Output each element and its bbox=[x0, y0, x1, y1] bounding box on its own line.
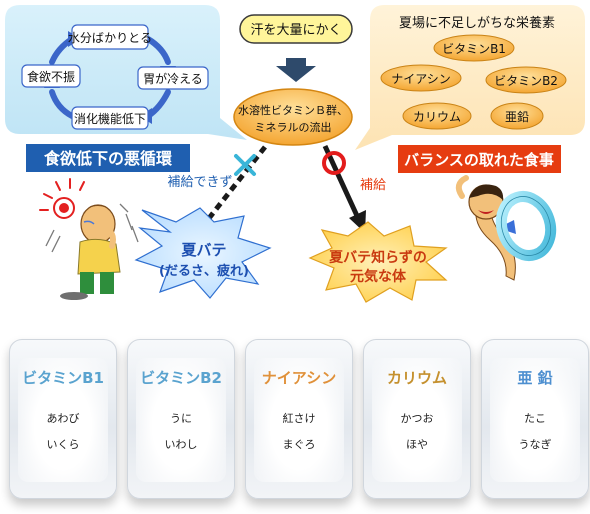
card-food: まぐろ bbox=[282, 438, 316, 451]
supply-arrow bbox=[322, 144, 361, 220]
pill-niacin-label: ナイアシン bbox=[391, 72, 451, 86]
tired-person-illustration bbox=[39, 178, 139, 300]
cycle-right-box bbox=[137, 66, 209, 90]
sweat-label: 汗を大量にかく bbox=[250, 23, 341, 38]
card-title: カリウム bbox=[386, 369, 447, 387]
sweat-box bbox=[239, 14, 353, 44]
cycle-top: 水分ばかりとる bbox=[68, 31, 152, 45]
pill-potassium-label: カリウム bbox=[413, 110, 461, 124]
left-bubble bbox=[5, 5, 247, 140]
cycle-top-box bbox=[71, 24, 149, 50]
nutrient-card-potassium: カリウム かつお ほや bbox=[363, 339, 471, 499]
cycle-bottom-box bbox=[71, 106, 149, 130]
card-food: いくら bbox=[46, 438, 80, 451]
pill-zinc-label: 亜鉛 bbox=[505, 110, 529, 124]
supply-label: 補給 bbox=[360, 178, 386, 193]
swimmer-illustration bbox=[455, 175, 557, 281]
pill-vitamin-b2 bbox=[485, 66, 567, 94]
nutrient-card-vitamin-b1: ビタミンB1 あわび いくら bbox=[9, 339, 117, 499]
card-food: 紅さけ bbox=[282, 412, 316, 425]
fatigue-burst bbox=[134, 207, 272, 299]
cycle-left: 食欲不振 bbox=[27, 69, 75, 84]
cycle-left-box bbox=[21, 64, 81, 88]
nutrient-card-niacin: ナイアシン 紅さけ まぐろ bbox=[245, 339, 353, 499]
pill-zinc bbox=[490, 102, 544, 130]
card-title: ナイアシン bbox=[261, 369, 337, 387]
healthy-line-2: 元気な体 bbox=[350, 268, 407, 285]
card-title: ビタミンB1 bbox=[22, 369, 104, 387]
card-food: いわし bbox=[164, 438, 198, 451]
card-title: 亜 鉛 bbox=[517, 369, 553, 387]
healthy-line-1: 夏バテ知らずの bbox=[329, 249, 427, 266]
cycle-right: 胃が冷える bbox=[143, 71, 203, 86]
cycle-bottom: 消化機能低下 bbox=[74, 111, 146, 126]
circle-mark bbox=[322, 151, 346, 175]
no-supply-label: 補給できず bbox=[167, 175, 232, 190]
card-food: かつお bbox=[400, 412, 434, 425]
cross-mark bbox=[234, 154, 256, 176]
nutrient-card-zinc: 亜 鉛 たこ うなぎ bbox=[481, 339, 589, 499]
left-banner-box bbox=[26, 144, 190, 172]
left-banner: 食欲低下の悪循環 bbox=[43, 149, 173, 168]
pill-vitamin-b1 bbox=[433, 34, 515, 62]
down-arrow bbox=[276, 58, 316, 82]
card-food: うなぎ bbox=[518, 438, 552, 451]
card-food: ほや bbox=[406, 438, 428, 451]
card-food: うに bbox=[170, 412, 192, 425]
pill-niacin bbox=[380, 64, 462, 92]
pill-potassium bbox=[402, 102, 472, 130]
fatigue-line-2: (だるさ、疲れ) bbox=[159, 263, 249, 279]
pill-vitamin-b1-label: ビタミンB1 bbox=[442, 42, 506, 56]
no-supply-arrow bbox=[204, 145, 267, 224]
right-banner: バランスの取れた食事 bbox=[404, 151, 554, 169]
healthy-burst bbox=[308, 221, 448, 303]
card-title: ビタミンB2 bbox=[140, 369, 222, 387]
fatigue-line-1: 夏バテ bbox=[180, 241, 226, 259]
loss-line-1: 水溶性ビタミンＢ群、 bbox=[238, 103, 348, 117]
nutrients-title: 夏場に不足しがちな栄養素 bbox=[399, 15, 555, 31]
card-food: あわび bbox=[46, 412, 80, 425]
loss-ellipse bbox=[233, 88, 353, 146]
loss-line-2: ミネラルの流出 bbox=[255, 120, 332, 134]
card-food: たこ bbox=[524, 412, 546, 425]
right-banner-box bbox=[398, 145, 561, 173]
nutrient-card-vitamin-b2: ビタミンB2 うに いわし bbox=[127, 339, 235, 499]
pill-vitamin-b2-label: ビタミンB2 bbox=[494, 74, 558, 88]
